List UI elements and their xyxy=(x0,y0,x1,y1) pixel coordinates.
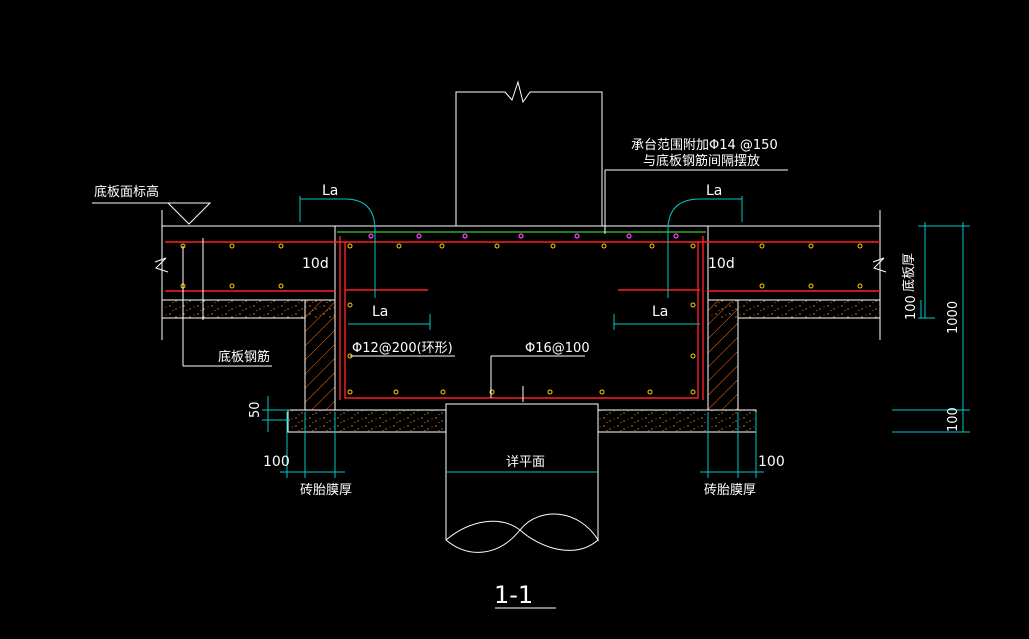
slab-outline xyxy=(154,210,887,340)
pile xyxy=(445,403,599,553)
slab-thickness-label: 底板厚 xyxy=(901,253,917,292)
ten-d-left: 10d xyxy=(302,256,329,272)
brick-label-left: 砖胎膜厚 xyxy=(300,483,352,498)
dim-100-r1: 100 xyxy=(904,295,919,320)
la-mid-left: La xyxy=(372,304,388,320)
dim-1000: 1000 xyxy=(946,301,961,334)
brick-label-right: 砖胎膜厚 xyxy=(704,483,756,498)
ring-rebar-label: Φ12@200(环形) xyxy=(352,341,453,356)
floor-level-marker xyxy=(92,202,212,225)
blinding-layers xyxy=(162,300,880,433)
floor-rebar-label: 底板钢筋 xyxy=(218,349,270,365)
pile-plan-label: 详平面 xyxy=(506,455,545,470)
bar-dots xyxy=(180,233,863,395)
ten-d-right: 10d xyxy=(708,256,735,272)
dim-100-left: 100 xyxy=(263,454,290,470)
dim-100-right: 100 xyxy=(758,454,785,470)
leader-lines xyxy=(182,169,788,609)
dim-50: 50 xyxy=(248,401,263,418)
dimension-lines xyxy=(262,196,970,478)
rebar-lines xyxy=(165,231,880,400)
bottom-rebar-label: Φ16@100 xyxy=(525,341,590,356)
dim-100-r2: 100 xyxy=(946,407,961,432)
section-title: 1-1 xyxy=(494,581,533,609)
la-mid-right: La xyxy=(652,304,668,320)
brick-formwork xyxy=(304,299,739,411)
la-top-right: La xyxy=(706,183,722,199)
annotation-line-2: 与底板钢筋间隔摆放 xyxy=(643,153,760,169)
column xyxy=(455,80,603,226)
floor-level-label: 底板面标高 xyxy=(94,184,159,200)
annotation-line-1: 承台范围附加Φ14 @150 xyxy=(631,138,778,153)
la-top-left: La xyxy=(322,183,338,199)
